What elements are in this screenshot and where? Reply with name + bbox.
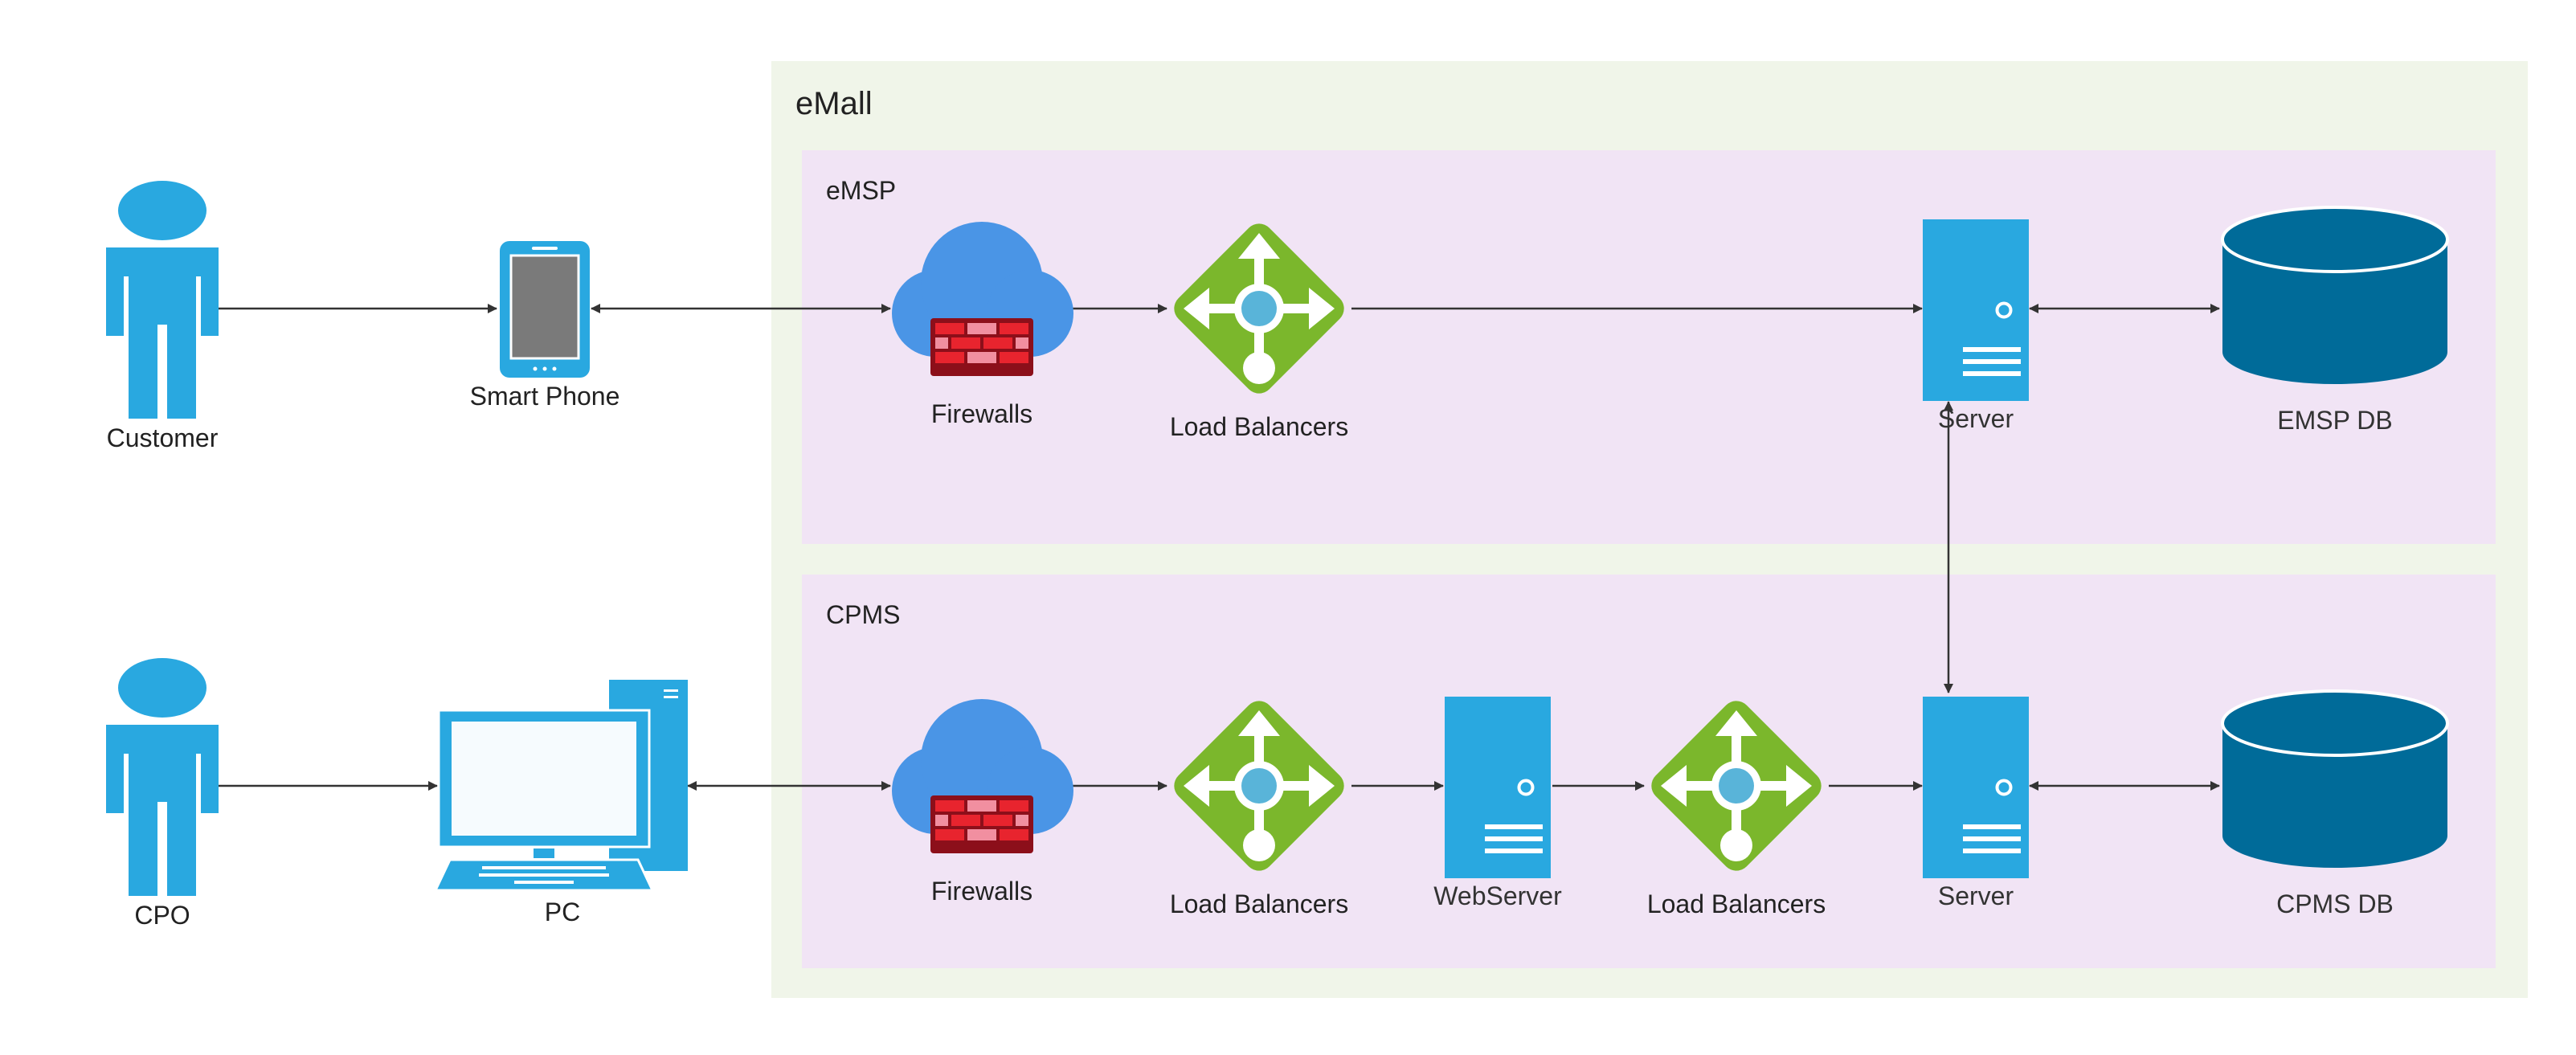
emsp-server-node[interactable]: Server	[1921, 218, 2030, 433]
cpms-server-label: Server	[1938, 881, 2014, 910]
smart-phone-label: Smart Phone	[470, 382, 620, 411]
cpo-node[interactable]: CPO	[106, 658, 219, 930]
cpms-webserver-label: WebServer	[1433, 881, 1562, 910]
smartphone-icon	[500, 241, 590, 378]
cpms-db-node[interactable]: CPMS DB	[2221, 689, 2449, 918]
customer-label: Customer	[107, 423, 219, 452]
server-icon	[1921, 695, 2030, 880]
cpms-load-balancers-2-node[interactable]: Load Balancers	[1645, 694, 1828, 918]
emsp-db-label: EMSP DB	[2277, 406, 2392, 435]
connectors	[219, 304, 2220, 791]
cpms-firewalls-label: Firewalls	[931, 877, 1032, 906]
cpms-load-balancers-2-label: Load Balancers	[1647, 889, 1826, 918]
pc-label: PC	[545, 898, 580, 926]
cpms-firewalls-node[interactable]: Firewalls	[892, 699, 1073, 906]
cpms-load-balancers-1-node[interactable]: Load Balancers	[1167, 694, 1351, 918]
database-icon	[2221, 206, 2449, 386]
database-icon	[2221, 689, 2449, 869]
emsp-db-node[interactable]: EMSP DB	[2221, 206, 2449, 435]
emsp-load-balancers-label: Load Balancers	[1170, 412, 1348, 441]
cpms-db-label: CPMS DB	[2276, 889, 2394, 918]
server-icon	[1443, 695, 1552, 880]
server-icon	[1921, 218, 2030, 403]
smart-phone-node[interactable]: Smart Phone	[470, 241, 620, 411]
person-icon	[106, 658, 219, 896]
emsp-title: eMSP	[826, 176, 896, 205]
pc-node[interactable]: PC	[433, 680, 688, 926]
cpms-title: CPMS	[826, 600, 900, 629]
emsp-server-label: Server	[1938, 404, 2014, 433]
cpms-server-node[interactable]: Server	[1921, 695, 2030, 910]
desktop-pc-icon	[433, 680, 688, 892]
cpo-label: CPO	[134, 901, 190, 930]
emsp-region: eMSP	[802, 150, 2496, 544]
emall-title: eMall	[795, 86, 873, 121]
cpms-load-balancers-1-label: Load Balancers	[1170, 889, 1348, 918]
emsp-firewalls-node[interactable]: Firewalls	[892, 222, 1073, 428]
customer-node[interactable]: Customer	[106, 181, 219, 452]
person-icon	[106, 181, 219, 419]
cpms-region: CPMS	[802, 575, 2496, 968]
emsp-firewalls-label: Firewalls	[931, 399, 1032, 428]
emsp-load-balancers-node[interactable]: Load Balancers	[1167, 217, 1351, 441]
cpms-webserver-node[interactable]: WebServer	[1433, 695, 1562, 910]
